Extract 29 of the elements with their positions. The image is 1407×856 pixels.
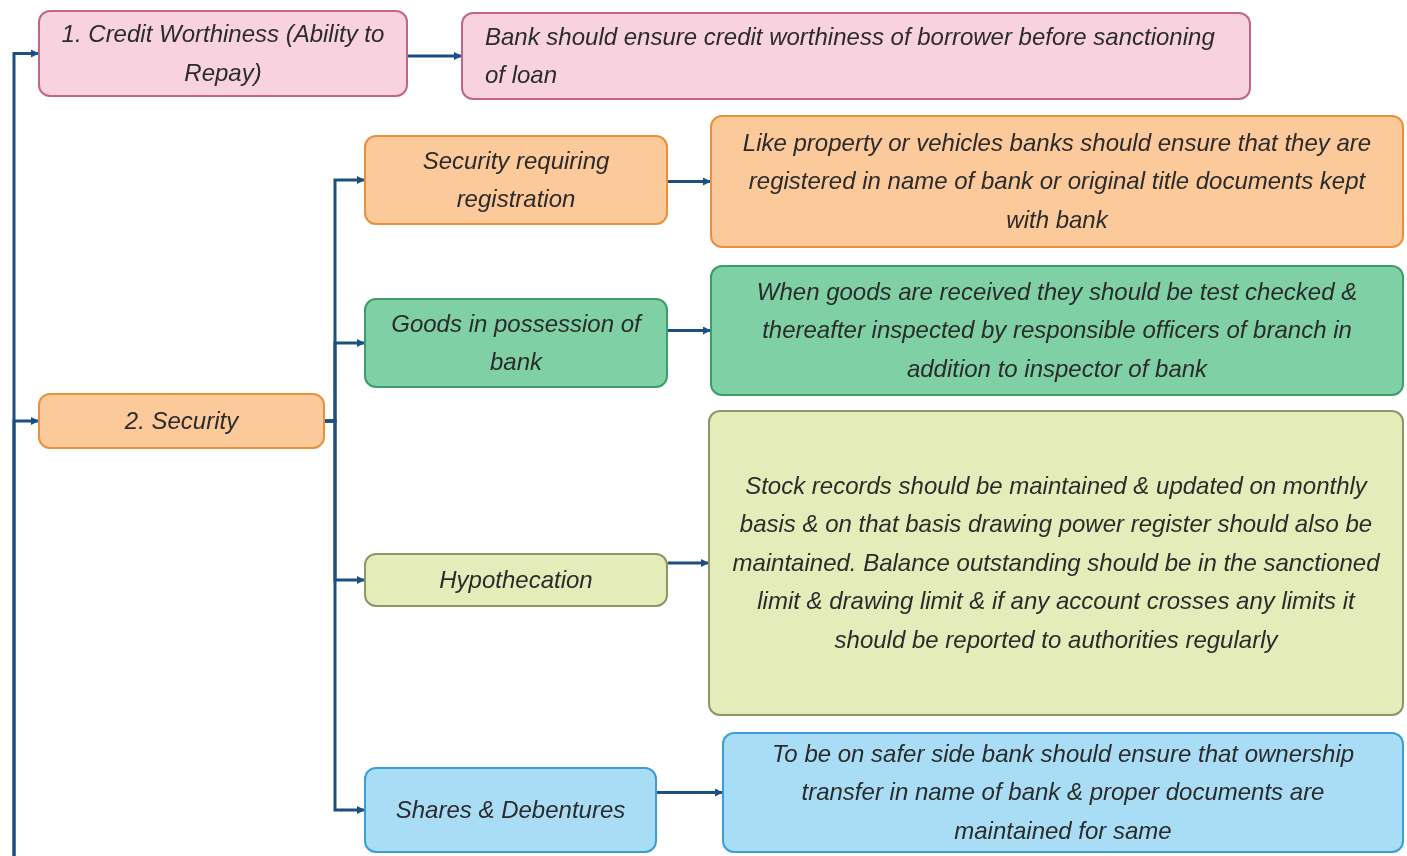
connector-arrow (668, 177, 711, 186)
box-text: Bank should ensure credit worthiness of borrower before sanctioning of loan (485, 21, 1216, 90)
process-box (38, 393, 325, 449)
box-text: Hypothecation (438, 564, 594, 595)
process-box (38, 10, 408, 97)
box-text: Shares & Debentures (394, 794, 627, 825)
connector-arrow (657, 788, 723, 797)
connector-arrow (325, 419, 365, 814)
connector-arrow (408, 52, 462, 60)
process-box (461, 12, 1251, 100)
box-text: Like property or vehicles banks should ensure that they are registered in name of bank or original title documents kept with bank (741, 127, 1373, 235)
process-box (364, 298, 668, 388)
box-text: To be on safer side bank should ensure that ownership transfer in name of bank & proper documents are maintained for same (770, 738, 1356, 846)
box-text: Stock records should be maintained & updated on monthly basis & on that basis drawing power register should also be maintained. Balance outstanding should be in the sanctioned limit & drawing limit & if any account crosses any limits it should be reported to authorities regularly (732, 471, 1380, 655)
connector-arrow (12, 417, 39, 856)
box-text: When goods are received they should be test checked & thereafter inspected by responsible officers of branch in addition to inspector of bank (755, 276, 1359, 384)
connector-arrow (668, 326, 711, 335)
process-box (722, 732, 1404, 853)
process-box (364, 553, 668, 607)
process-box (364, 767, 657, 853)
box-text: 1. Credit Worthiness (Ability to Repay) (60, 19, 386, 88)
box-text: Security requiring registration (421, 145, 611, 214)
connector-arrow (668, 559, 709, 567)
process-box (708, 410, 1404, 716)
process-box (710, 265, 1404, 396)
box-text: 2. Security (123, 405, 241, 436)
process-box (710, 115, 1404, 248)
box-text: Goods in possession of bank (390, 308, 644, 377)
process-box (364, 135, 668, 225)
